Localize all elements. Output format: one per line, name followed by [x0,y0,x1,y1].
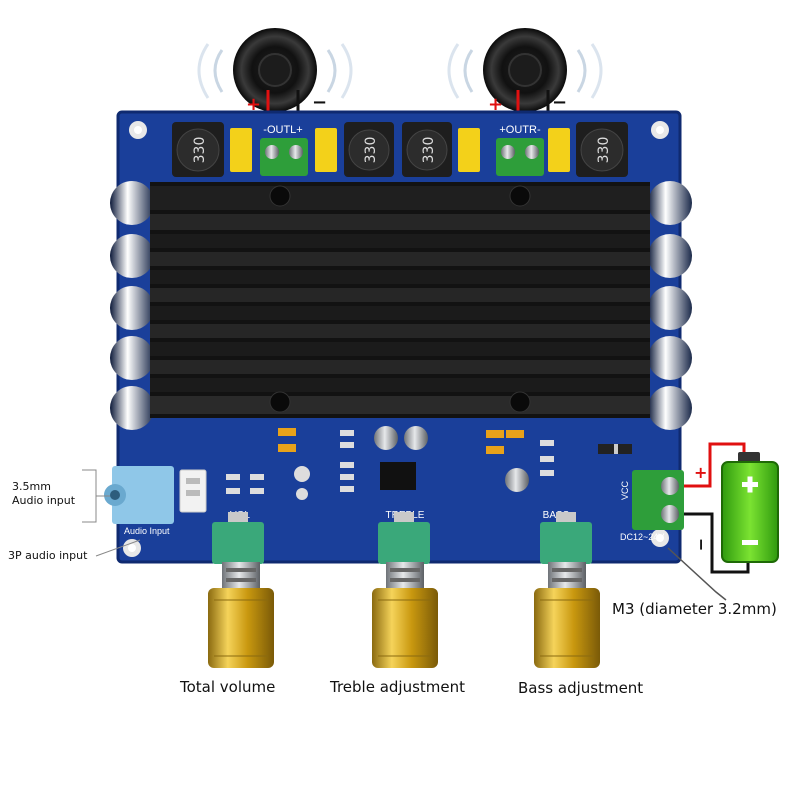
treble-adjustment-label: Treble adjustment [330,678,466,696]
mounting-holes [123,121,669,557]
inductors: 330 330 330 330 [172,122,628,177]
electrolytic-capacitors [110,181,692,430]
svg-text:330: 330 [363,137,379,164]
left-speaker-plus: + [246,94,261,115]
right-output-terminal: +OUTR- [496,124,544,176]
svg-text:330: 330 [596,137,612,164]
battery-icon [721,452,779,563]
audio-input-jack: Audio Input [104,466,207,536]
power-terminal: VCC DC12~24V [620,470,684,542]
treble-pot: TREBLE [378,510,430,564]
left-output-terminal: -OUTL+ [260,124,308,176]
left-speaker [197,28,353,112]
right-speaker [447,28,603,112]
battery-plus-label: + [694,463,707,482]
jack-label-line2: Audio input [12,494,76,507]
smd-components [226,426,632,500]
jack-label: 3.5mm Audio input [12,480,75,508]
right-speaker-minus: − [552,92,567,113]
svg-text:-OUTL+: -OUTL+ [263,124,302,136]
bass-pot: BASS [540,510,592,564]
svg-text:DC12~24V: DC12~24V [620,532,664,542]
bass-knob[interactable] [534,562,600,668]
svg-text:+OUTR-: +OUTR- [499,124,541,136]
svg-text:Audio Input: Audio Input [124,526,170,536]
three-p-label: 3P audio input [8,549,88,562]
battery-wires: + − [684,442,750,574]
film-capacitors [230,128,570,172]
svg-text:330: 330 [421,137,437,164]
svg-text:330: 330 [192,137,208,164]
bass-adjustment-label: Bass adjustment [518,679,644,697]
callout-lines [82,469,727,601]
heatsink [150,182,650,418]
battery-minus-label: − [692,538,711,551]
total-volume-label: Total volume [180,678,276,696]
right-speaker-plus: + [488,94,503,115]
jack-label-line1: 3.5mm [12,480,51,493]
svg-text:VCC: VCC [620,480,630,500]
left-speaker-minus: − [312,92,327,113]
m3-label: M3 (diameter 3.2mm) [612,600,777,618]
treble-knob[interactable] [372,562,438,668]
volume-pot: VOL [212,510,264,564]
volume-knob[interactable] [208,562,274,668]
